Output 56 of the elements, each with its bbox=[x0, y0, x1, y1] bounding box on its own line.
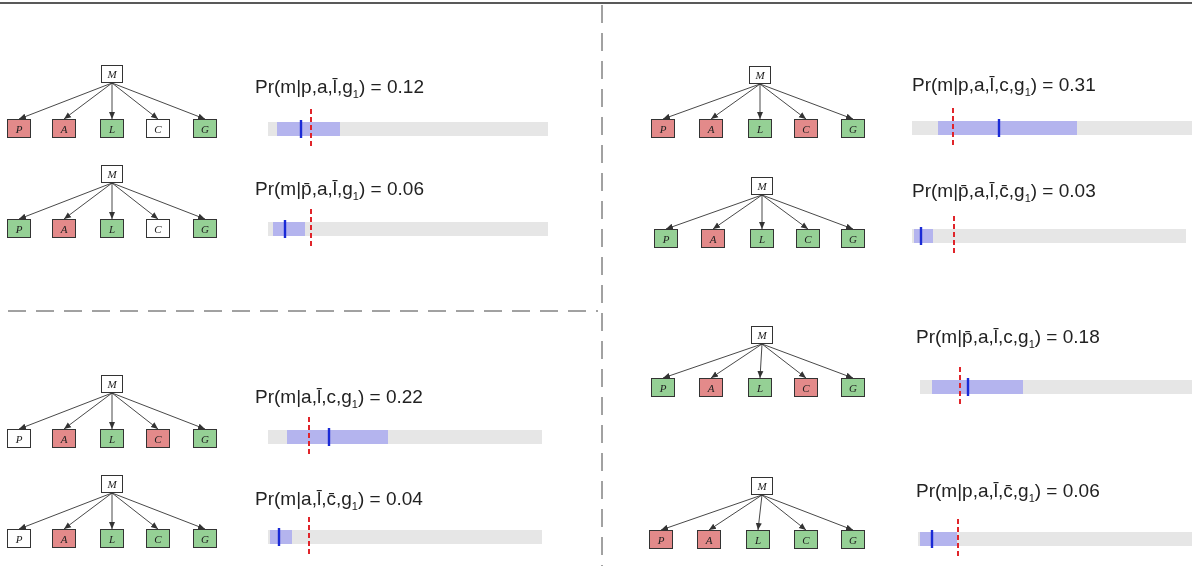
variable-box: A bbox=[699, 378, 723, 397]
variable-box: G bbox=[841, 530, 865, 549]
variable-box: L bbox=[748, 378, 772, 397]
variable-box: P bbox=[7, 429, 31, 448]
variable-box: G bbox=[841, 229, 865, 248]
variable-box: M bbox=[101, 475, 123, 493]
variable-box: C bbox=[146, 219, 170, 238]
variable-box: A bbox=[52, 119, 76, 138]
variable-box: P bbox=[651, 119, 675, 138]
variable-box: C bbox=[146, 119, 170, 138]
variable-box: A bbox=[52, 529, 76, 548]
variable-box: M bbox=[101, 165, 123, 183]
variable-box: P bbox=[7, 529, 31, 548]
variable-box: C bbox=[796, 229, 820, 248]
variable-box: G bbox=[193, 219, 217, 238]
variable-box: P bbox=[7, 219, 31, 238]
variable-box: M bbox=[751, 326, 773, 344]
probability-formula: Pr(m|p̄,a,l̄,c̄,g$_{1}$) = 0.03 bbox=[912, 180, 1096, 204]
variable-box: L bbox=[746, 530, 770, 549]
variable-box: A bbox=[52, 429, 76, 448]
variable-box: A bbox=[697, 530, 721, 549]
variable-box: L bbox=[100, 119, 124, 138]
variable-box: M bbox=[751, 477, 773, 495]
variable-box: P bbox=[651, 378, 675, 397]
probability-formula: Pr(m|p̄,a,l̄,g$_{1}$) = 0.06 bbox=[255, 178, 424, 202]
variable-box: G bbox=[841, 119, 865, 138]
variable-box: L bbox=[748, 119, 772, 138]
variable-box: L bbox=[100, 429, 124, 448]
variable-box: M bbox=[751, 177, 773, 195]
variable-box: C bbox=[794, 530, 818, 549]
probability-formula: Pr(m|a,l̄,c,g$_{1}$) = 0.22 bbox=[255, 386, 423, 410]
variable-box: P bbox=[649, 530, 673, 549]
probability-formula: Pr(m|a,l̄,c̄,g$_{1}$) = 0.04 bbox=[255, 488, 423, 512]
variable-box: M bbox=[101, 375, 123, 393]
probability-formula: Pr(m|p,a,l̄,c̄,g$_{1}$) = 0.06 bbox=[916, 480, 1100, 504]
variable-box: P bbox=[654, 229, 678, 248]
variable-box: A bbox=[52, 219, 76, 238]
variable-box: G bbox=[193, 119, 217, 138]
variable-box: G bbox=[193, 429, 217, 448]
variable-box: A bbox=[699, 119, 723, 138]
variable-box: C bbox=[794, 119, 818, 138]
variable-box: C bbox=[146, 529, 170, 548]
probability-formula: Pr(m|p,a,l̄,c,g$_{1}$) = 0.31 bbox=[912, 74, 1096, 98]
variable-box: M bbox=[101, 65, 123, 83]
probability-formula: Pr(m|p,a,l̄,g$_{1}$) = 0.12 bbox=[255, 76, 424, 100]
probability-formula: Pr(m|p̄,a,l̄,c,g$_{1}$) = 0.18 bbox=[916, 326, 1100, 350]
variable-box: A bbox=[701, 229, 725, 248]
variable-box: C bbox=[146, 429, 170, 448]
variable-box: L bbox=[100, 529, 124, 548]
variable-box: G bbox=[193, 529, 217, 548]
variable-box: G bbox=[841, 378, 865, 397]
variable-box: L bbox=[100, 219, 124, 238]
variable-box: M bbox=[749, 66, 771, 84]
variable-box: L bbox=[750, 229, 774, 248]
variable-box: P bbox=[7, 119, 31, 138]
variable-box: C bbox=[794, 378, 818, 397]
